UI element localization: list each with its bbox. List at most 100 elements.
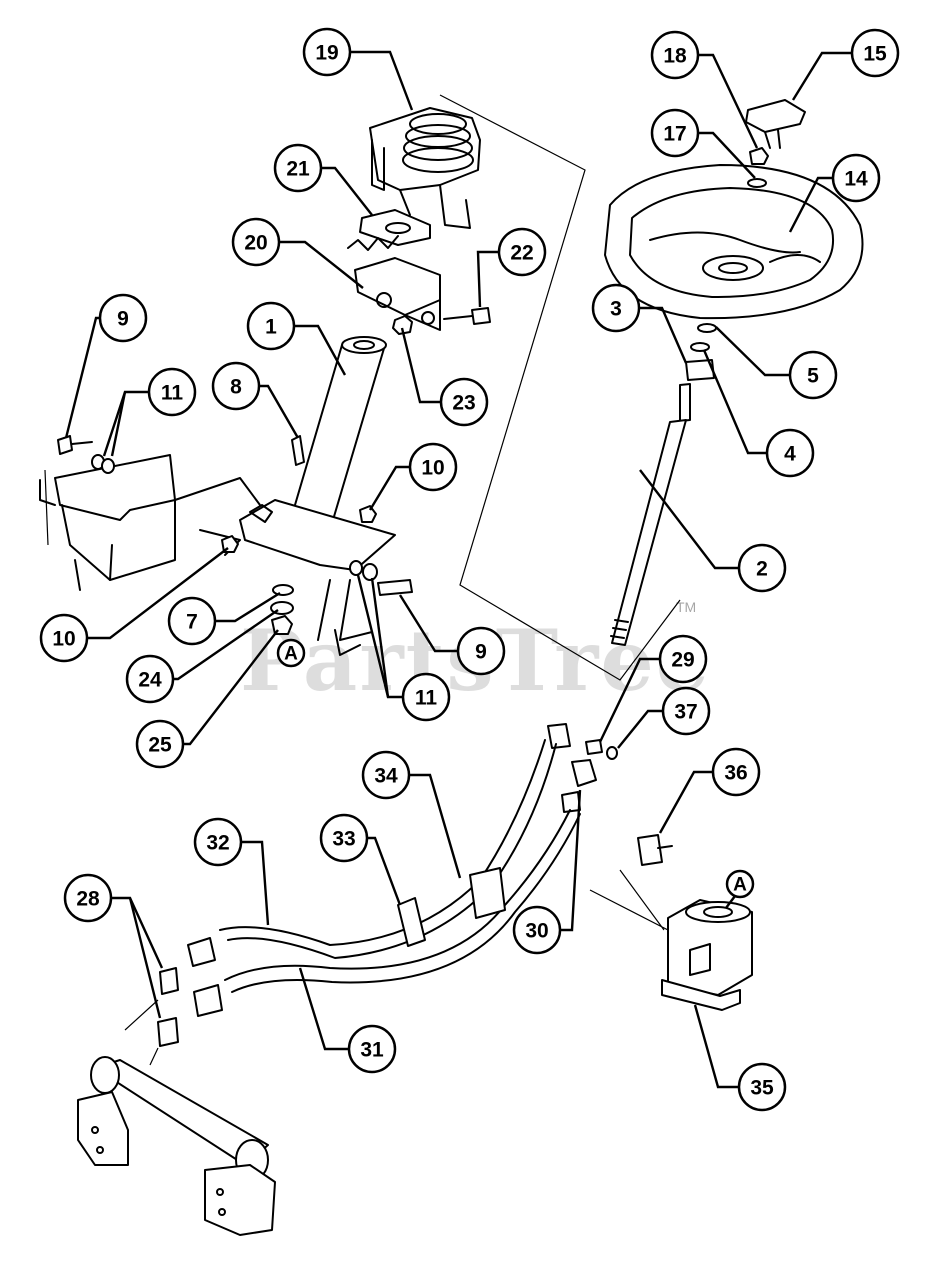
svg-text:33: 33	[332, 828, 355, 851]
callout-34: 34	[361, 750, 411, 800]
callout-32: 32	[193, 817, 243, 867]
nut-10-upper-part	[359, 505, 377, 523]
callout-24: 24	[125, 654, 175, 704]
hoses-part	[219, 739, 581, 993]
washer-17-part	[747, 178, 767, 188]
nut-18-part	[749, 147, 769, 165]
washer-5-part	[697, 323, 717, 333]
svg-text:34: 34	[374, 765, 398, 788]
svg-text:15: 15	[863, 43, 887, 66]
svg-text:4: 4	[784, 443, 796, 466]
part-drawings	[39, 94, 864, 1236]
callout-15: 15	[850, 28, 900, 78]
svg-text:2: 2	[756, 558, 768, 581]
svg-text:25: 25	[148, 734, 172, 757]
svg-text:31: 31	[360, 1039, 384, 1062]
svg-text:36: 36	[724, 762, 747, 785]
oring-37-part	[606, 746, 618, 760]
steering-wheel-part	[604, 164, 864, 320]
callout-8: 8	[211, 361, 261, 411]
bolt-9-right-part	[377, 579, 413, 596]
callout-25: 25	[135, 719, 185, 769]
callout-23: 23	[439, 377, 489, 427]
callout-21: 21	[273, 143, 323, 193]
callout-1: 1	[246, 301, 296, 351]
callout-2: 2	[737, 543, 787, 593]
svg-text:23: 23	[452, 392, 475, 415]
washer-11-right-b	[362, 563, 378, 581]
fitting-28-lower	[157, 1017, 179, 1047]
callout-19: 19	[302, 27, 352, 77]
bolt-9-left-part	[57, 435, 73, 455]
hose-fitting-upper	[187, 937, 216, 967]
sleeve-34-part	[469, 867, 506, 919]
bolt-8-part	[291, 435, 305, 466]
svg-text:11: 11	[161, 382, 184, 405]
svg-text:1: 1	[265, 316, 277, 339]
callout-35: 35	[737, 1062, 787, 1112]
assembly-outline	[439, 94, 681, 681]
callout-28: 28	[63, 873, 113, 923]
svg-text:9: 9	[117, 308, 129, 331]
washer-11-right-a	[349, 560, 363, 576]
boot-cover-part	[369, 107, 481, 229]
washer-11-left-b	[101, 458, 115, 474]
callout-4: 4	[765, 428, 815, 478]
svg-text:28: 28	[76, 888, 100, 911]
elbow-top-left	[547, 723, 571, 749]
svg-text:32: 32	[206, 832, 229, 855]
svg-text:11: 11	[415, 687, 438, 710]
callout-17: 17	[650, 108, 700, 158]
reference-mark-a-column: A	[276, 638, 306, 668]
callout-33: 33	[319, 813, 369, 863]
callout-11-right: 11	[401, 672, 451, 722]
svg-text:7: 7	[186, 611, 198, 634]
callout-9-left: 9	[98, 293, 148, 343]
nut-23-part	[392, 315, 413, 335]
callout-30: 30	[512, 905, 562, 955]
coupler-3-part	[685, 359, 715, 381]
elbow-30-upper	[571, 759, 597, 787]
svg-text:8: 8	[230, 376, 242, 399]
callout-5: 5	[788, 350, 838, 400]
watermark-tm: TM	[676, 599, 696, 615]
bolt-22-part	[443, 307, 491, 325]
svg-text:18: 18	[663, 45, 687, 68]
callout-20: 20	[231, 217, 281, 267]
callout-9-right: 9	[456, 626, 506, 676]
spacer-4-part	[690, 342, 710, 352]
svg-text:5: 5	[807, 365, 819, 388]
wheel-cap-part	[745, 99, 806, 149]
svg-text:A: A	[284, 644, 298, 665]
svg-text:3: 3	[610, 298, 622, 321]
svg-text:17: 17	[663, 123, 686, 146]
svg-text:20: 20	[244, 232, 267, 255]
steering-cylinder-part	[77, 1056, 276, 1236]
callout-10-lower: 10	[39, 613, 89, 663]
svg-text:14: 14	[844, 168, 868, 191]
svg-text:22: 22	[510, 242, 533, 265]
callout-3: 3	[591, 283, 641, 333]
callout-31: 31	[347, 1024, 397, 1074]
svg-text:21: 21	[286, 158, 310, 181]
frame-bracket-part	[39, 454, 261, 591]
callout-29: 29	[658, 634, 708, 684]
svg-text:A: A	[733, 875, 747, 896]
svg-text:10: 10	[52, 628, 75, 651]
fitting-29-part	[585, 739, 603, 755]
gasket-part	[359, 209, 431, 246]
fitting-28-upper	[159, 967, 179, 995]
svg-text:19: 19	[315, 42, 338, 65]
callout-7: 7	[167, 596, 217, 646]
svg-text:30: 30	[525, 920, 548, 943]
callout-18: 18	[650, 30, 700, 80]
callout-11-left: 11	[147, 367, 197, 417]
svg-text:29: 29	[671, 649, 694, 672]
steering-shaft-part	[610, 383, 691, 646]
callout-22: 22	[497, 227, 547, 277]
svg-text:10: 10	[421, 457, 444, 480]
callout-36: 36	[711, 747, 761, 797]
reference-mark-a-valve: A	[725, 869, 755, 899]
callout-10-upper: 10	[408, 442, 458, 492]
svg-text:35: 35	[750, 1077, 774, 1100]
